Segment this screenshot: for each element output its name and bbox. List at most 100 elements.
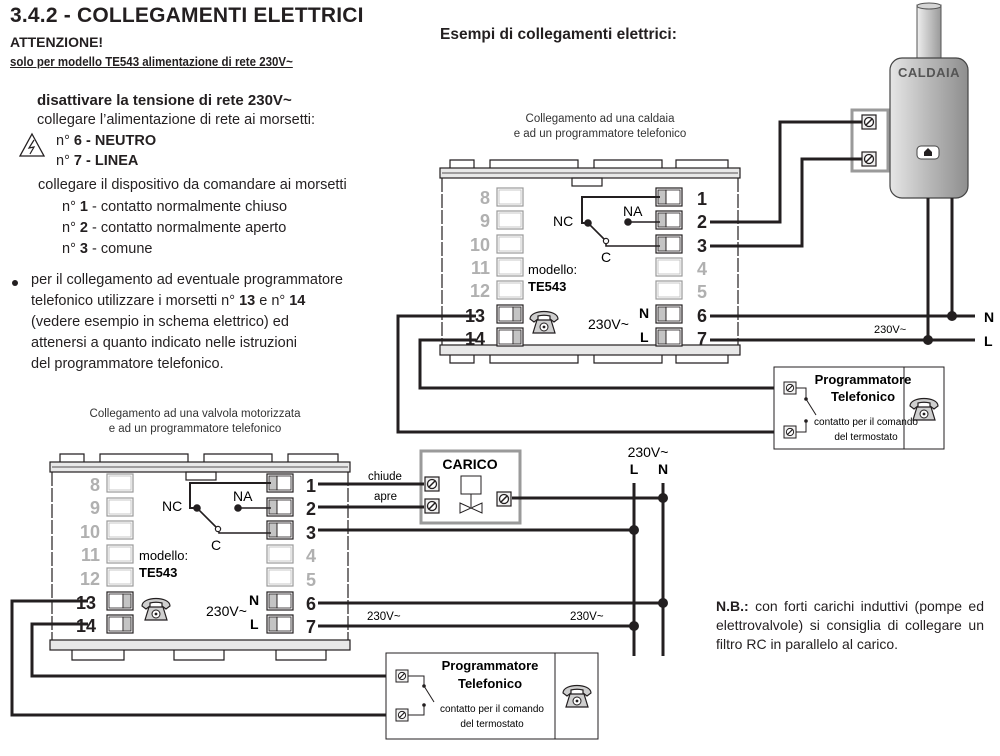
boiler-label: CALDAIA: [898, 65, 960, 80]
model-name: TE543: [528, 279, 566, 294]
terminal-number: 14: [289, 293, 306, 309]
terminal-number: 12: [470, 281, 490, 301]
prefix: n°: [56, 153, 74, 169]
right-terminal-block: [655, 187, 683, 347]
terminal-3-common: n° 3 - comune: [62, 239, 152, 260]
terminal-number: 10: [80, 522, 100, 542]
line-label: 230V~: [367, 611, 401, 623]
prefix: n°: [62, 220, 80, 236]
text: e n°: [255, 293, 290, 309]
n-label: N: [249, 592, 259, 608]
load-box: [419, 449, 522, 525]
bus-l-label: L: [984, 333, 993, 349]
terminal-label: - contatto normalmente aperto: [87, 220, 287, 236]
terminal-number: 5: [306, 570, 316, 590]
caption-line: e ad un programmatore telefonico: [513, 128, 687, 140]
note-line: attenersi a quanto indicato nelle istruz…: [31, 335, 297, 351]
nb-label: N.B.:: [716, 598, 749, 614]
terminal-number: 14: [76, 616, 96, 636]
terminal-number: 6: [73, 133, 82, 149]
note-line: per il collegamento ad eventuale program…: [31, 272, 343, 288]
boiler-diagram-caption: Collegamento ad una caldaia e ad un prog…: [455, 112, 745, 142]
note-line: (vedere esempio in schema elettrico) ed: [31, 314, 289, 330]
terminal-number: 2: [697, 212, 707, 232]
attention-heading: ATTENZIONE!: [10, 34, 104, 50]
terminal-number: 1: [697, 189, 707, 209]
disable-power-instruction: disattivare la tensione di rete 230V~: [37, 92, 292, 109]
right-terminal-block: [266, 473, 294, 634]
terminal-number: 13: [76, 593, 96, 613]
programmer-note: contatto per il comando: [814, 417, 918, 428]
programmer-title: Telefonico: [458, 676, 522, 691]
right-terminal-numbers: 1 2 3 4 5 6 7: [697, 189, 707, 349]
examples-title: Esempi di collegamenti elettrici:: [440, 26, 677, 43]
line-label: 230V~: [570, 611, 604, 623]
caption-line: e ad un programmatore telefonico: [108, 423, 282, 435]
note-line: del programmatore telefonico.: [31, 356, 224, 372]
valve-diagram: 8 9 10 11 12 13 14 1 2 3 4 5 6 7: [10, 444, 669, 740]
valve-icon: [459, 502, 483, 514]
prefix: n°: [62, 199, 80, 215]
junction-l: [923, 335, 933, 345]
terminal-number: 3: [79, 241, 88, 257]
supply-label: 230V~: [588, 316, 629, 332]
nc-label: NC: [553, 213, 573, 229]
terminal-number: 3: [306, 523, 316, 543]
terminal-number: 2: [79, 220, 88, 236]
bullet-icon: [12, 280, 18, 286]
junction: [658, 598, 668, 608]
bus-l-label: L: [630, 461, 639, 477]
open-wire-label: apre: [374, 491, 397, 503]
model-label: modello:: [528, 262, 577, 277]
terminal-number: 4: [306, 546, 316, 566]
thermostat-housing: [49, 453, 351, 661]
phone-icon: [562, 684, 592, 708]
phone-programmer-upper: Programmatore Telefonico contatto per il…: [773, 366, 945, 450]
bus-n-label: N: [984, 309, 994, 325]
terminal-number: 9: [480, 211, 490, 231]
terminal-number: 11: [471, 258, 490, 278]
programmer-note: del termostato: [460, 719, 524, 730]
boiler-diagram: 8 9 10 11 12 13 14 1 2 3 4 5 6 7: [396, 2, 994, 450]
nb-text: con forti carichi induttivi (pompe ed el…: [716, 598, 984, 652]
terminal-number: 8: [90, 475, 100, 495]
terminal-number: 1: [306, 476, 316, 496]
terminal-number: 5: [697, 282, 707, 302]
terminal-number: 8: [480, 188, 490, 208]
junction: [629, 525, 639, 535]
terminal-number: 13: [239, 293, 256, 309]
terminal-label: - contatto normalmente chiuso: [87, 199, 288, 215]
model-name: TE543: [139, 565, 177, 580]
terminal-number: 2: [306, 499, 316, 519]
phone-icon: [529, 310, 559, 334]
junction-n: [947, 311, 957, 321]
valve-wires: [10, 482, 665, 717]
programmer-title: Programmatore: [815, 372, 912, 387]
valve-diagram-caption: Collegamento ad una valvola motorizzata …: [40, 407, 350, 437]
text: telefonico utilizzare i morsetti n°: [31, 293, 240, 309]
programmer-title: Telefonico: [831, 389, 895, 404]
supply-label: 230V~: [628, 444, 669, 460]
terminal-number: 9: [90, 498, 100, 518]
right-terminal-numbers: 1 2 3 4 5 6 7: [306, 476, 316, 637]
programmer-note: del termostato: [834, 432, 898, 443]
terminal-2-na: n° 2 - contatto normalmente aperto: [62, 218, 286, 239]
supply-label: 230V~: [206, 603, 247, 619]
l-label: L: [250, 616, 259, 632]
terminal-number: 7: [73, 153, 82, 169]
connect-device-instruction: collegare il dispositivo da comandare ai…: [38, 177, 347, 193]
c-label: C: [601, 249, 611, 265]
supply-label: 230V~: [874, 324, 906, 336]
nc-label: NC: [162, 498, 182, 514]
bus-n-label: N: [658, 461, 668, 477]
terminal-1-nc: n° 1 - contatto normalmente chiuso: [62, 197, 287, 218]
terminal-number: 6: [697, 306, 707, 326]
flame-icon: [924, 148, 932, 156]
terminal-number: 7: [697, 329, 707, 349]
terminal-label: - NEUTRO: [81, 133, 157, 149]
terminal-6-neutral: n° 6 - NEUTRO: [56, 131, 156, 152]
model-label: modello:: [139, 548, 188, 563]
terminal-number: 7: [306, 617, 316, 637]
terminal-label: - comune: [87, 241, 153, 257]
